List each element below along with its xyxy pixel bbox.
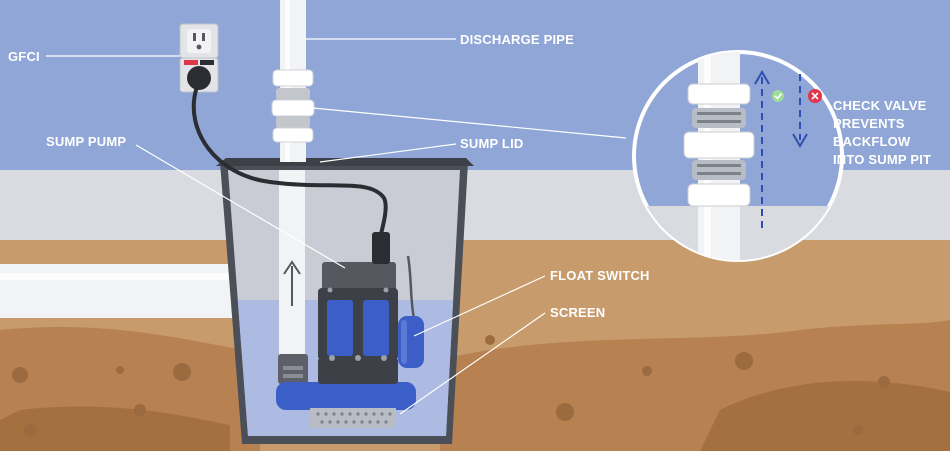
check-icon <box>772 90 784 102</box>
gfci-receptacle <box>187 29 211 53</box>
label-discharge-pipe: DISCHARGE PIPE <box>460 32 574 47</box>
pit-contents <box>228 170 460 436</box>
label-check-valve-line4: INTO SUMP PIT <box>833 152 931 167</box>
pump-cable-plug <box>372 232 390 264</box>
screen-holes <box>316 412 392 424</box>
callout-valve-body <box>683 131 755 159</box>
check-valve-clamp-bottom <box>276 116 310 128</box>
leader-float-switch <box>413 275 546 337</box>
callout-clamp-top <box>692 108 746 128</box>
leader-check-valve <box>312 107 627 139</box>
power-plug <box>187 66 211 90</box>
callout-coupling-top <box>687 83 751 105</box>
gfci-test-button <box>184 60 198 65</box>
label-check-valve-line2: PREVENTS <box>833 116 905 131</box>
float-switch-tether <box>406 255 416 319</box>
check-valve-coupling-top <box>272 69 314 87</box>
leader-sump-pump <box>135 144 346 269</box>
soil-dark-right <box>700 380 950 451</box>
check-valve-coupling-bottom <box>272 127 314 143</box>
callout-coupling-bottom <box>687 183 751 207</box>
label-check-valve: CHECK VALVE PREVENTS BACKFLOW INTO SUMP … <box>833 98 931 167</box>
label-check-valve-line3: BACKFLOW <box>833 134 911 149</box>
label-float-switch: FLOAT SWITCH <box>550 268 650 283</box>
power-cord <box>191 88 388 236</box>
pump-bolts <box>327 287 389 361</box>
soil-pebbles <box>12 335 890 436</box>
label-gfci: GFCI <box>8 49 40 64</box>
flow-arrow-head <box>283 260 301 275</box>
drain-pipe <box>0 264 262 318</box>
callout-clamp-bottom <box>692 160 746 180</box>
leader-lines <box>46 38 627 415</box>
pump-panel-right <box>363 300 389 356</box>
label-sump-pump: SUMP PUMP <box>46 134 126 149</box>
check-valve-body <box>271 99 315 117</box>
float-switch-highlight <box>401 320 407 364</box>
label-screen: SCREEN <box>550 305 605 320</box>
check-valve-clamp-top <box>276 88 310 100</box>
screen-mesh <box>310 408 396 428</box>
pump-lower-housing <box>318 358 398 384</box>
drain-pipe-highlight <box>0 273 262 280</box>
pump-base <box>276 382 416 410</box>
pump-panel-left <box>327 300 353 356</box>
leader-sump-lid <box>319 143 457 163</box>
soil-dark-left <box>0 406 230 451</box>
pump-motor-top <box>322 262 396 292</box>
gfci-reset-button <box>200 60 214 65</box>
label-sump-lid: SUMP LID <box>460 136 523 151</box>
leader-screen <box>399 312 546 415</box>
label-check-valve-line1: CHECK VALVE <box>833 98 927 113</box>
